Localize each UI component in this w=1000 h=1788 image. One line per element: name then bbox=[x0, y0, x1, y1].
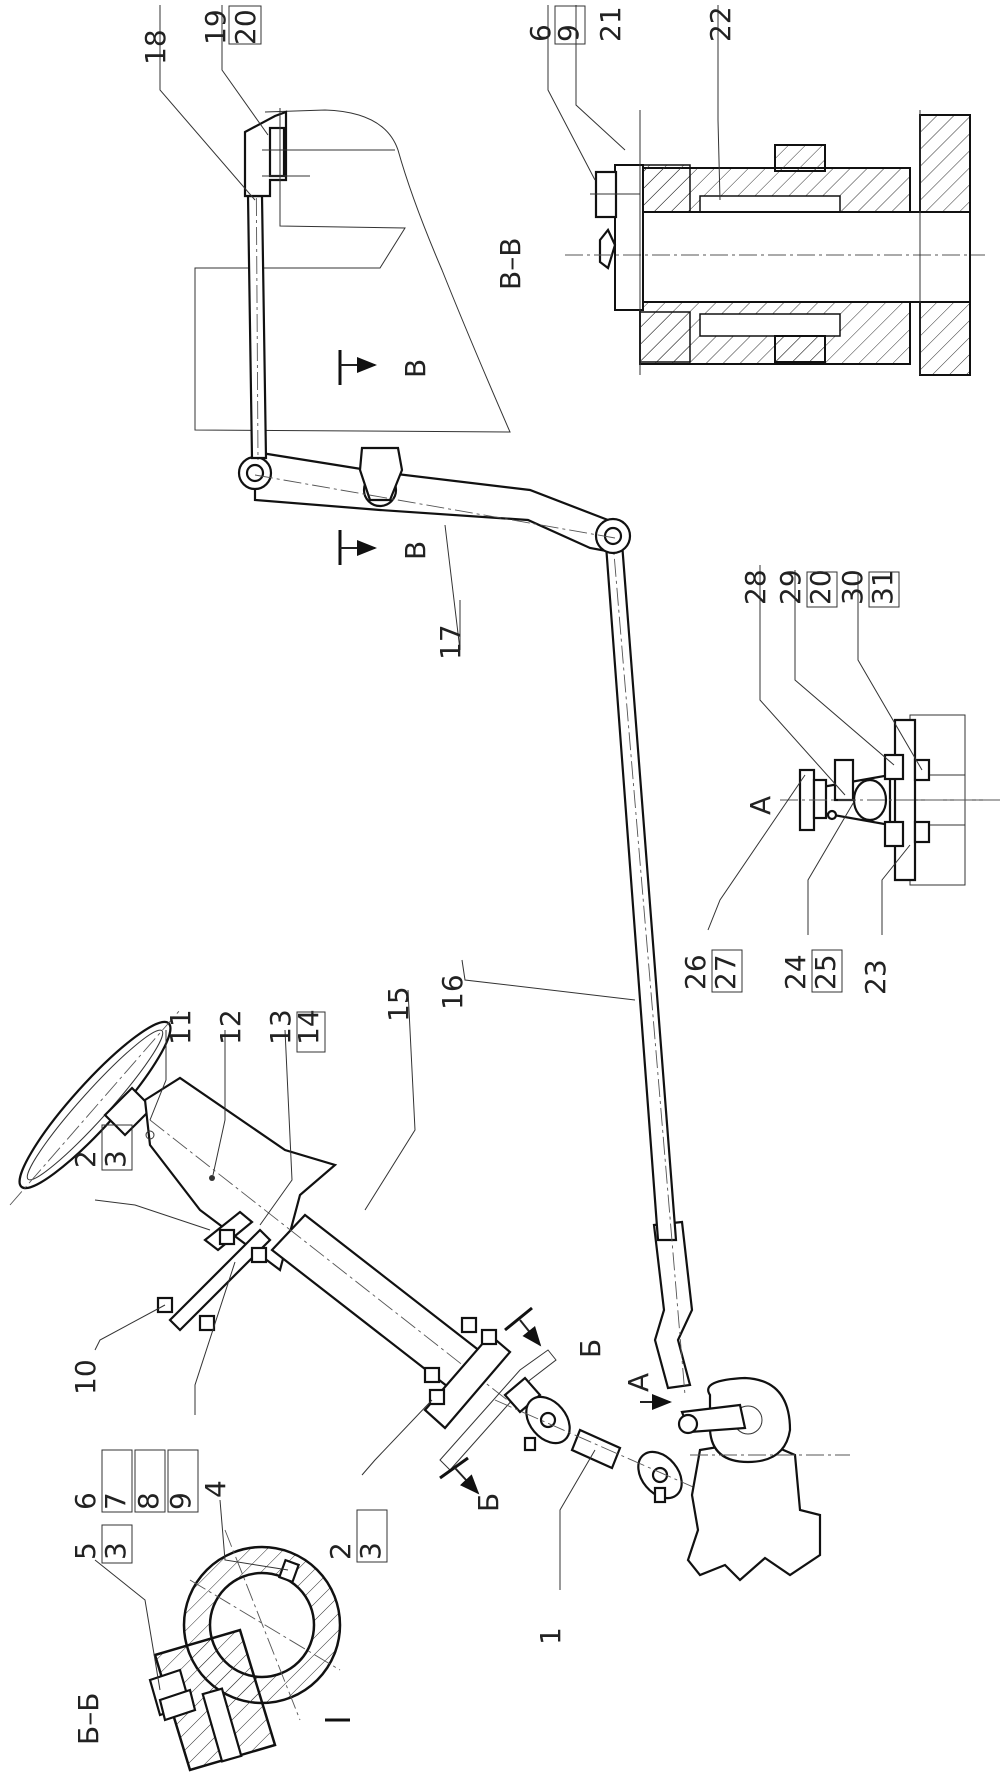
bellcrank-lever bbox=[237, 108, 632, 555]
mark-b1: Б bbox=[574, 1339, 607, 1358]
label-4: 4 bbox=[199, 1480, 232, 1498]
section-bb bbox=[148, 1529, 342, 1772]
cardan-shaft bbox=[494, 1376, 701, 1504]
label-8: 8 bbox=[132, 1492, 165, 1510]
label-10: 10 bbox=[69, 1359, 102, 1395]
label-5: 5 bbox=[69, 1542, 102, 1560]
label-boxes bbox=[101, 5, 900, 1564]
frame-contour bbox=[194, 109, 511, 433]
label-18: 18 bbox=[139, 29, 172, 65]
label-3-lower: 3 bbox=[354, 1542, 387, 1560]
title-bb: Б–Б bbox=[72, 1693, 105, 1745]
label-2-lower: 2 bbox=[324, 1542, 357, 1560]
mark-b2: Б bbox=[472, 1493, 505, 1512]
label-3-bb: 3 bbox=[99, 1542, 132, 1560]
label-30: 30 bbox=[836, 569, 869, 605]
label-17: 17 bbox=[434, 624, 467, 660]
label-20b: 20 bbox=[804, 569, 837, 605]
label-13: 13 bbox=[264, 1009, 297, 1045]
label-7: 7 bbox=[99, 1492, 132, 1510]
label-16: 16 bbox=[436, 974, 469, 1010]
label-25: 25 bbox=[809, 954, 842, 990]
label-1: 1 bbox=[534, 1627, 567, 1645]
label-12: 12 bbox=[214, 1009, 247, 1045]
section-vv bbox=[565, 110, 985, 376]
label-6: 6 bbox=[69, 1492, 102, 1510]
label-26: 26 bbox=[679, 954, 712, 990]
steering-column bbox=[103, 1076, 557, 1471]
label-22: 22 bbox=[704, 6, 737, 42]
mark-a: А bbox=[622, 1373, 655, 1392]
title-view-a: А bbox=[744, 796, 777, 815]
leader-lines bbox=[94, 5, 923, 1691]
mark-v1: В bbox=[399, 359, 432, 378]
label-23: 23 bbox=[859, 959, 892, 995]
label-24: 24 bbox=[779, 954, 812, 990]
label-2-upper: 2 bbox=[69, 1150, 102, 1168]
label-9-top: 9 bbox=[552, 24, 585, 42]
label-15: 15 bbox=[382, 986, 415, 1022]
view-a bbox=[780, 714, 1000, 886]
section-titles: Б–Б В–В А Б Б В В А bbox=[72, 238, 777, 1745]
label-27: 27 bbox=[709, 954, 742, 990]
label-21: 21 bbox=[594, 6, 627, 42]
mark-v2: В bbox=[399, 541, 432, 560]
label-29: 29 bbox=[774, 569, 807, 605]
label-20a: 20 bbox=[229, 9, 262, 45]
section-markers bbox=[325, 350, 672, 1722]
label-6-top: 6 bbox=[524, 24, 557, 42]
label-19: 19 bbox=[199, 9, 232, 45]
steering-gear-box bbox=[677, 1376, 850, 1582]
label-11: 11 bbox=[164, 1009, 197, 1045]
label-9: 9 bbox=[164, 1492, 197, 1510]
label-3-upper: 3 bbox=[99, 1150, 132, 1168]
position-labels: 18 19 20 6 9 21 22 17 16 15 11 12 13 14 … bbox=[69, 6, 899, 1645]
label-31: 31 bbox=[866, 569, 899, 605]
label-28: 28 bbox=[739, 569, 772, 605]
title-vv: В–В bbox=[494, 238, 527, 290]
